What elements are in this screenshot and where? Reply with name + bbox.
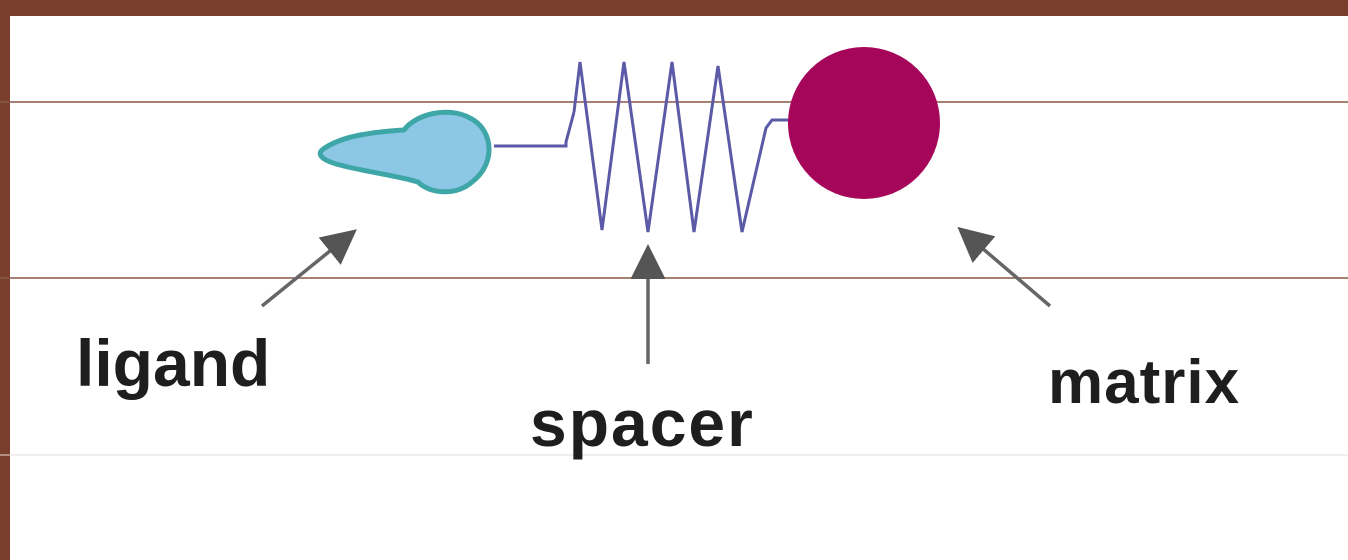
ligand-label: ligand — [76, 330, 270, 396]
matrix-label: matrix — [1048, 352, 1240, 414]
ligand-shape — [320, 112, 489, 192]
arrow-ligand — [262, 238, 346, 306]
spacer-label: spacer — [530, 390, 755, 456]
arrow-matrix — [968, 236, 1050, 306]
matrix-bead — [788, 47, 940, 199]
spacer-spring — [574, 62, 790, 232]
ligand-connector — [494, 112, 574, 146]
